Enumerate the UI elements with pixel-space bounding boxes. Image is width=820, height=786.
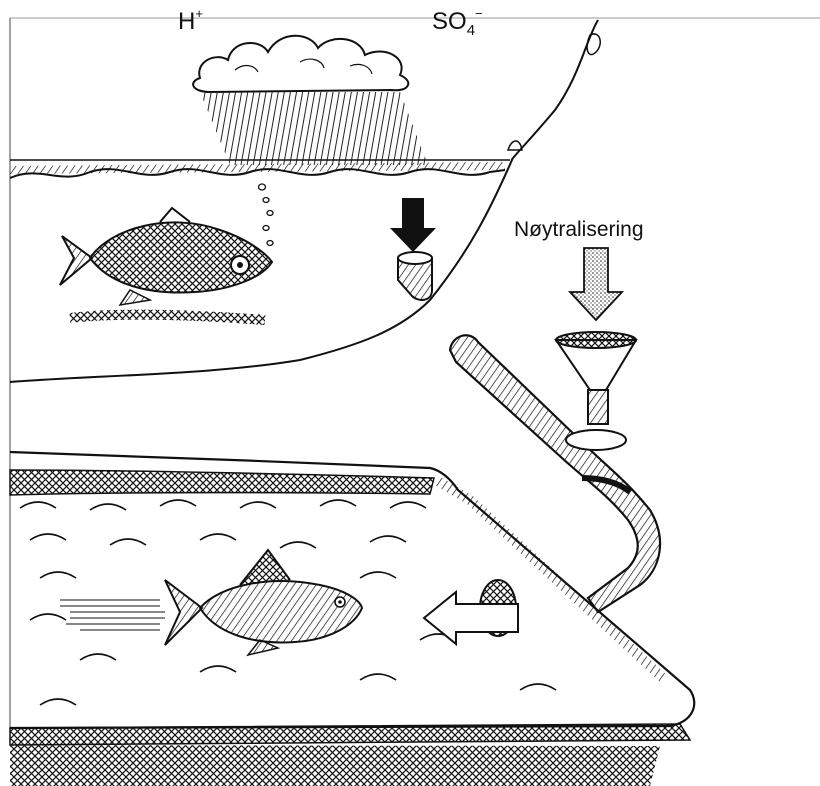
bubbles [259,184,274,246]
speed-lines [60,600,165,630]
neutralisation-label: Nøytralisering [514,218,644,241]
hill-tree [508,34,600,150]
pipe-icon [450,335,660,612]
lake-bottom [70,315,265,320]
down-arrow-icon [390,198,436,252]
inflow-pipe [398,252,432,300]
lime-dosing-arrow [570,248,622,320]
cloud-icon [193,36,408,92]
fish-icon [60,208,272,305]
rain-icon [200,92,428,165]
sulfate-ion-label: SO4− [432,8,483,39]
hydrogen-ion-label: H+ [178,8,203,36]
funnel-icon [556,332,636,424]
fish-icon [165,550,362,655]
image-frame [10,18,820,745]
